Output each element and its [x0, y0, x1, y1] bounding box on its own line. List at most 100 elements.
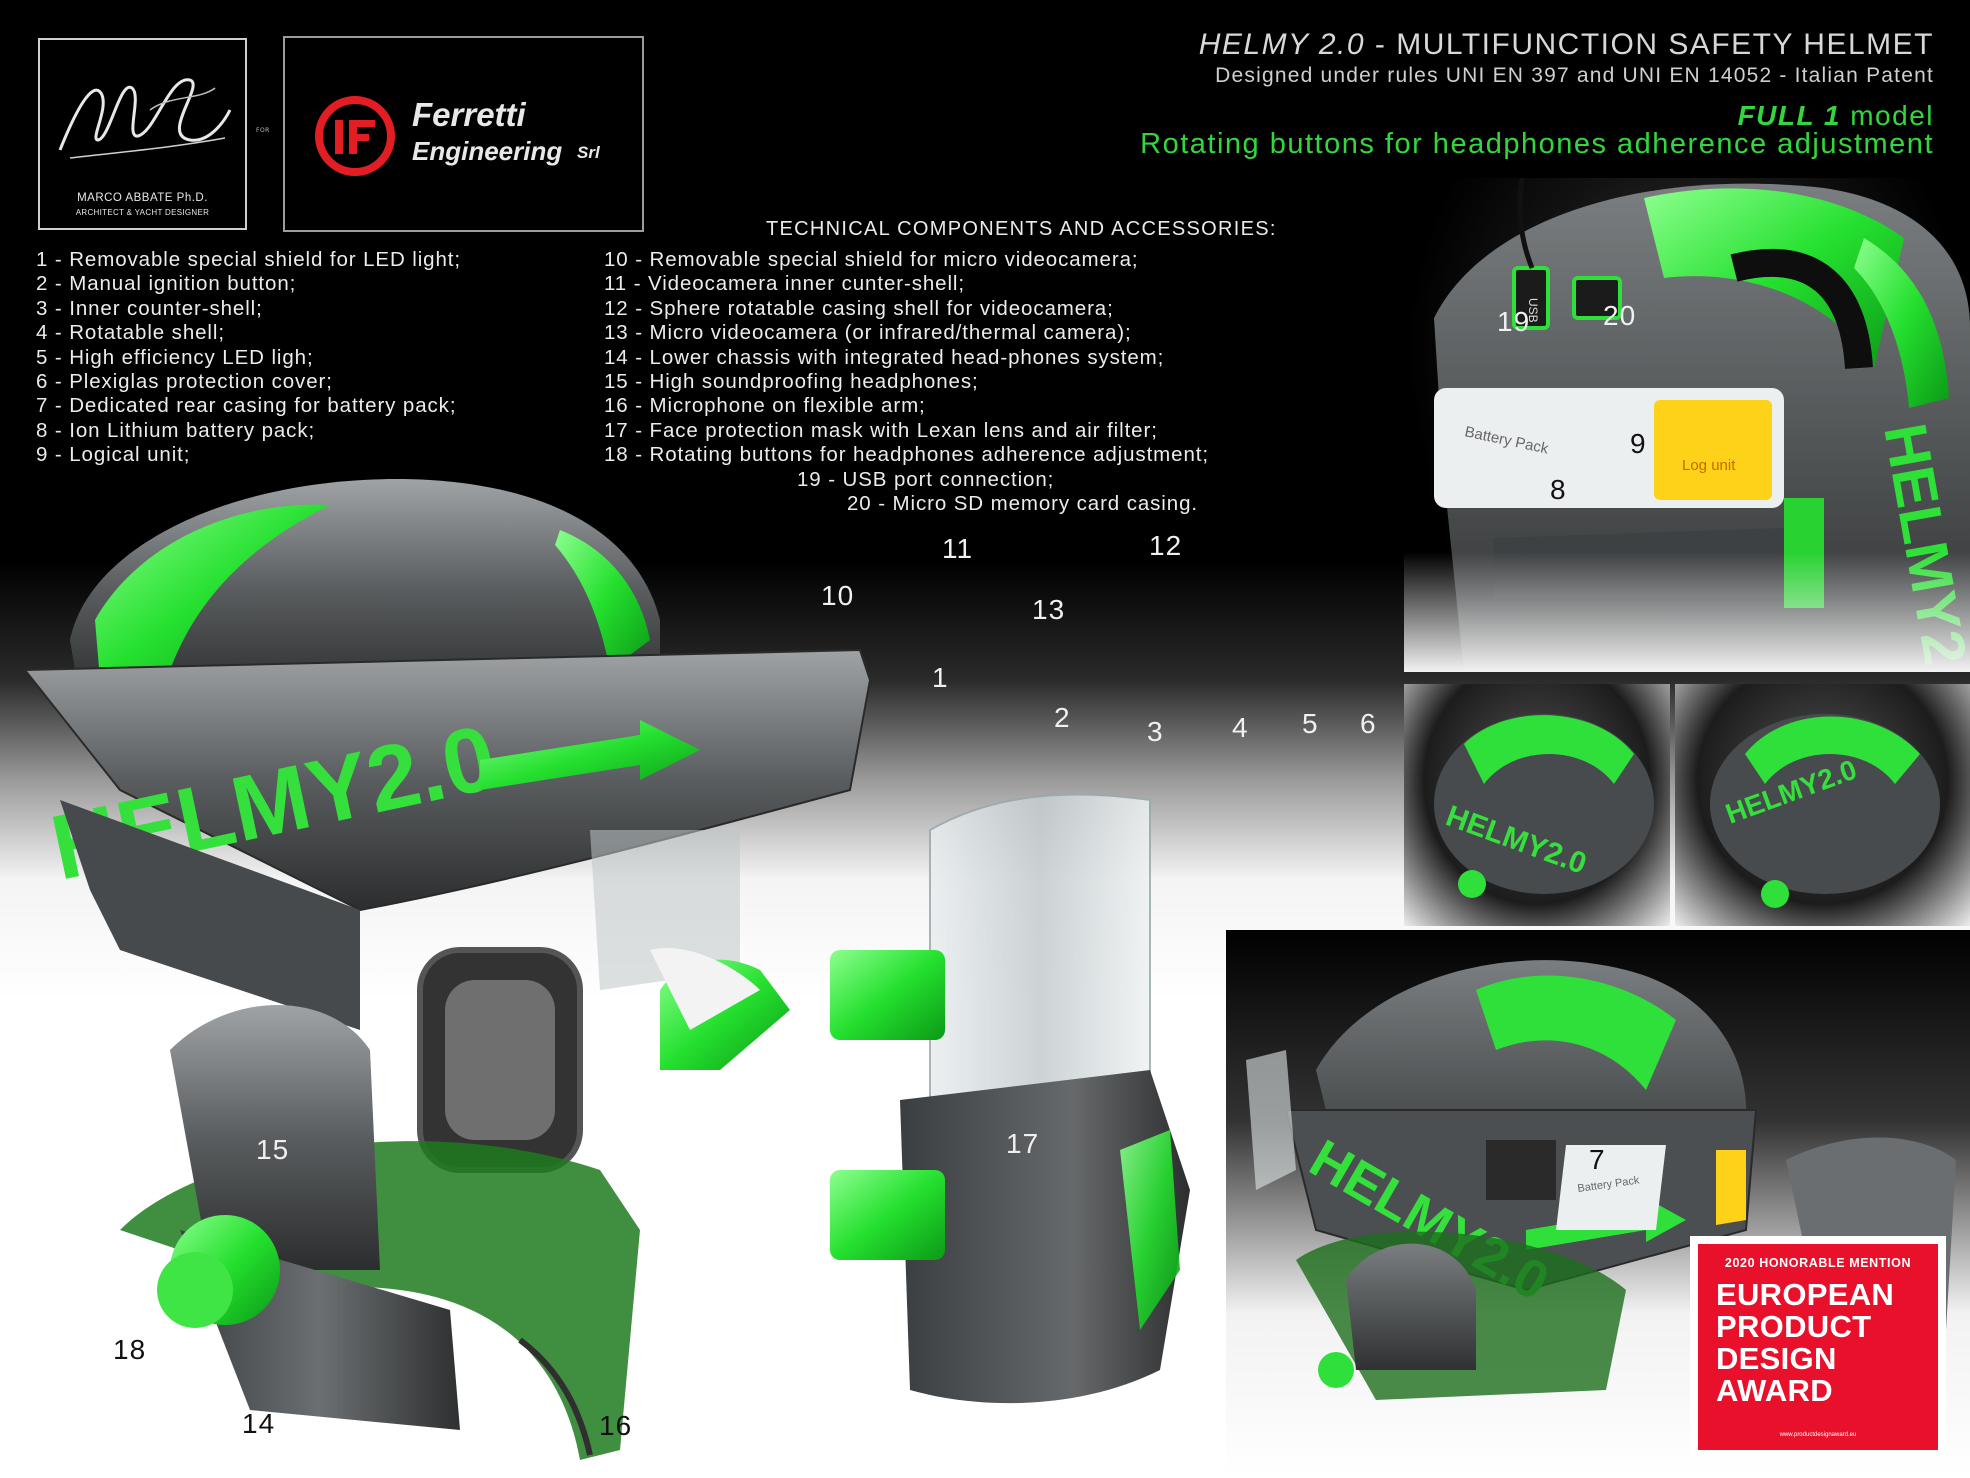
award-badge: 2020 HONORABLE MENTION EUROPEAN PRODUCT …: [1690, 1236, 1946, 1458]
visor-inner: [590, 830, 740, 990]
helmet-lower-shell: [60, 800, 360, 1030]
company-word-1: Ferretti: [412, 96, 526, 133]
list-item: 11 - Videocamera inner cunter-shell;: [604, 272, 965, 296]
model-name: FULL 1 model: [1738, 100, 1934, 132]
model-name-rest: model: [1840, 100, 1934, 131]
company-word-2: Engineering: [412, 136, 563, 166]
earcup-mesh: [445, 980, 555, 1140]
usb-cable: [1517, 178, 1535, 269]
award-line-3: DESIGN: [1716, 1341, 1837, 1376]
callout-3: 3: [1147, 716, 1164, 747]
callout-18: 18: [113, 1334, 147, 1365]
sd-card-slot-icon: [1572, 276, 1622, 320]
callout-2: 2: [1054, 702, 1071, 733]
callout-12: 12: [1149, 530, 1183, 561]
poster-title: HELMY 2.0 - MULTIFUNCTION SAFETY HELMET: [1199, 28, 1934, 62]
list-item: 9 - Logical unit;: [36, 443, 191, 467]
callout-5: 5: [1302, 708, 1319, 739]
signature-mark-icon: [58, 78, 232, 159]
award-line-4: AWARD: [1716, 1373, 1833, 1408]
callout-16: 16: [599, 1410, 633, 1441]
list-item: 6 - Plexiglas protection cover;: [36, 370, 333, 394]
company-suffix: Srl: [577, 143, 600, 162]
award-url: www.productdesignaward.eu: [1779, 1432, 1857, 1438]
rear-log-unit: [1716, 1150, 1746, 1225]
designer-name: MARCO ABBATE Ph.D.: [77, 192, 208, 204]
arrow-icon: [480, 720, 700, 790]
rotating-knob-cap: [157, 1252, 233, 1328]
list-item: 17 - Face protection mask with Lexan len…: [604, 418, 1158, 442]
mask-clip-upper: [830, 950, 945, 1040]
closeup-helmet-render: Battery Pack Log unit USB HELMY2.0: [1434, 178, 1970, 672]
list-item: 14 - Lower chassis with integrated head-…: [604, 345, 1165, 369]
list-item: 3 - Inner counter-shell;: [36, 296, 263, 320]
list-item: 7 - Dedicated rear casing for battery pa…: [36, 394, 457, 418]
ferretti-logo: [283, 36, 644, 232]
list-item: 1 - Removable special shield for LED lig…: [36, 248, 461, 271]
poster-title-rest: - MULTIFUNCTION SAFETY HELMET: [1365, 28, 1934, 61]
award-badge-red: 2020 HONORABLE MENTION EUROPEAN PRODUCT …: [1698, 1244, 1938, 1450]
callout-14: 14: [242, 1408, 276, 1439]
designer-subtitle: ARCHITECT & YACHT DESIGNER: [75, 208, 210, 217]
list-item: 12 - Sphere rotatable casing shell for v…: [604, 296, 1114, 320]
callout-6: 6: [1360, 708, 1377, 739]
callout-10: 10: [821, 580, 855, 611]
list-item: 8 - Ion Lithium battery pack;: [36, 418, 316, 442]
rear-exploded-render: HELMY2.0 Battery Pack: [1246, 960, 1956, 1400]
usb-label: USB: [1526, 298, 1540, 323]
photo-rear-exploded: HELMY2.0 Battery Pack: [1226, 930, 1970, 1478]
callout-17: 17: [1006, 1128, 1040, 1159]
list-item: 15 - High soundproofing headphones;: [604, 370, 979, 394]
callout-19: 19: [1497, 306, 1531, 337]
callout-8: 8: [1550, 474, 1567, 505]
components-list-extra-20: 20 - Micro SD memory card casing.: [847, 492, 1198, 516]
model-tagline: Rotating buttons for headphones adherenc…: [1140, 128, 1934, 160]
callout-13: 13: [1032, 594, 1066, 625]
list-item: 20 - Micro SD memory card casing.: [847, 492, 1198, 515]
ferretti-emblem-icon: [315, 96, 395, 176]
callout-11: 11: [942, 533, 974, 564]
rear-battery-casing: [1486, 1140, 1556, 1200]
photo-side-left: HELMY2.0: [1404, 684, 1670, 926]
headphone-housing: [170, 1005, 380, 1270]
poster-title-product: HELMY 2.0: [1198, 28, 1366, 61]
for-label: FOR: [256, 127, 270, 134]
log-unit-window: [1654, 400, 1772, 500]
helmet-dome-stripe: [95, 504, 330, 680]
components-list-right: 10 - Removable special shield for micro …: [604, 248, 1209, 468]
model-name-em: FULL 1: [1737, 100, 1841, 131]
list-item: 10 - Removable special shield for micro …: [604, 248, 1139, 271]
callout-9: 9: [1630, 428, 1647, 459]
designer-logo: MARCO ABBATE Ph.D. ARCHITECT & YACHT DES…: [38, 38, 247, 230]
list-item: 2 - Manual ignition button;: [36, 272, 297, 296]
callout-7: 7: [1589, 1144, 1606, 1175]
photo-side-right: HELMY2.0: [1675, 684, 1970, 926]
callout-15: 15: [256, 1134, 290, 1165]
side-right-render: HELMY2.0: [1710, 714, 1940, 908]
components-heading: TECHNICAL COMPONENTS AND ACCESSORIES:: [766, 218, 1277, 240]
lexan-lens: [929, 793, 1151, 1132]
list-item: 5 - High efficiency LED ligh;: [36, 345, 314, 369]
callout-1: 1: [932, 662, 949, 693]
rear-knob-icon: [1318, 1352, 1354, 1388]
mask-clip-lower: [830, 1170, 945, 1260]
list-item: 18 - Rotating buttons for headphones adh…: [604, 443, 1209, 467]
list-item: 4 - Rotatable shell;: [36, 321, 225, 345]
main-helmet-illustration: HELMY2.0: [22, 479, 872, 1460]
rear-visor: [1246, 1050, 1296, 1190]
side-right-knob-icon: [1761, 880, 1789, 908]
award-mention: 2020 HONORABLE MENTION: [1724, 1256, 1912, 1270]
components-list-left: 1 - Removable special shield for LED lig…: [36, 248, 461, 468]
award-line-2: PRODUCT: [1716, 1309, 1872, 1344]
rear-battery-pack: [1556, 1145, 1666, 1230]
list-item: 13 - Micro videocamera (or infrared/ther…: [604, 321, 1132, 345]
face-mask-illustration: [830, 793, 1190, 1404]
list-item: 16 - Microphone on flexible arm;: [604, 394, 926, 418]
mask-lower-body: [900, 1070, 1190, 1404]
list-item: 19 - USB port connection;: [797, 468, 1055, 491]
components-list-extra-19: 19 - USB port connection;: [797, 468, 1054, 492]
microphone-arm: [518, 1337, 593, 1456]
callout-4: 4: [1232, 712, 1249, 743]
side-left-render: HELMY2.0: [1434, 714, 1654, 898]
photo-top-closeup: Battery Pack Log unit USB HELMY2.0: [1404, 178, 1970, 672]
